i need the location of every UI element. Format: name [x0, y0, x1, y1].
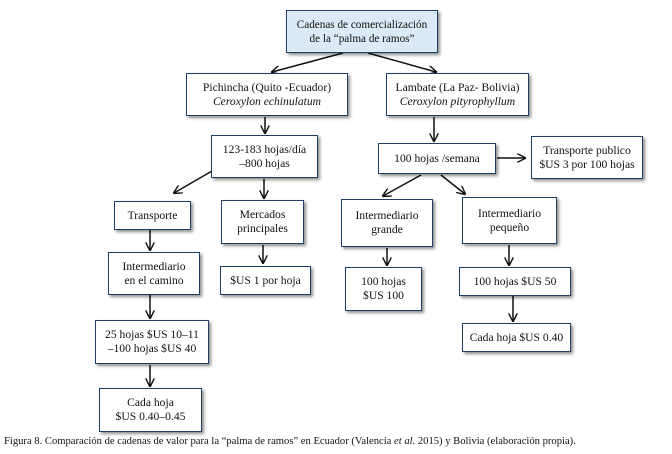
node-text-line1: Intermediario	[122, 259, 186, 273]
node-text-line2: principales	[237, 222, 288, 235]
node-text-line2: –100 hojas $US 40	[107, 342, 197, 355]
node-text-line1: Cada hoja $US 0.40	[469, 330, 564, 344]
node-precio-intermediario-pequeno: 100 hojas $US 50	[459, 267, 571, 296]
arrow-bovolume-to-pequeno	[440, 174, 465, 194]
node-text-line1: 100 hojas /semana	[394, 151, 480, 165]
node-intermediario-camino: Intermediario en el camino	[108, 252, 200, 295]
node-text-line2: –800 hojas	[239, 156, 290, 170]
node-text-line1: Cada hoja	[127, 396, 174, 409]
node-text-line2: $US 0.40–0.45	[115, 410, 186, 423]
node-cada-hoja-pequeno: Cada hoja $US 0.40	[462, 323, 571, 352]
node-transporte: Transporte	[114, 201, 191, 230]
node-text-line1: $US 1 por hoja	[230, 273, 301, 287]
node-lambate-bolivia: Lambate (La Paz- Bolivia) Ceroxylon pity…	[386, 73, 529, 116]
node-text-line1: Transporte	[127, 208, 178, 222]
node-text-line1: Mercados	[239, 208, 286, 221]
node-text-line2: de la “palma de ramos”	[309, 32, 415, 45]
node-bolivia-volume: 100 hojas /semana	[378, 143, 496, 174]
node-intermediario-pequeno: Intermediario pequeño	[462, 197, 557, 244]
node-cada-hoja-camino: Cada hoja $US 0.40–0.45	[99, 388, 202, 432]
node-text-line1: 123-183 hojas/día	[222, 142, 307, 156]
node-precio-intermediario-grande: 100 hojas $US 100	[345, 267, 422, 311]
node-text-line1: Lambate (La Paz- Bolivia)	[395, 80, 520, 94]
node-text-line1: 100 hojas $US 50	[473, 274, 557, 288]
node-text-line2: grande	[371, 223, 403, 236]
node-text-line2: $US 3 por 100 hojas	[539, 157, 635, 171]
node-mercados-principales: Mercados principales	[221, 200, 304, 244]
node-text-line1: Pichincha (Quito -Ecuador)	[202, 80, 332, 94]
caption-text-start: Figura 8. Comparación de cadenas de valo…	[4, 436, 395, 447]
node-ecuador-volume: 123-183 hojas/día –800 hojas	[211, 135, 318, 178]
arrow-top-to-bolivia	[367, 52, 436, 72]
arrow-bovolume-to-grande	[383, 174, 422, 196]
arrow-ecvolume-to-transporte	[174, 170, 213, 193]
node-pichincha-ecuador: Pichincha (Quito -Ecuador) Ceroxylon ech…	[186, 73, 348, 116]
node-text-line1: Cadenas de comercialización	[296, 18, 428, 31]
node-text-line1: 100 hojas	[361, 275, 406, 288]
node-text-line1: Intermediario	[477, 206, 542, 220]
arrow-top-to-ecuador	[272, 52, 344, 72]
node-cadenas-comercializacion: Cadenas de comercialización de la “palma…	[286, 10, 438, 53]
node-precio-mercado: $US 1 por hoja	[220, 266, 311, 295]
node-intermediario-grande: Intermediario grande	[341, 199, 433, 247]
caption-text-italic: et al.	[394, 436, 416, 447]
node-transporte-publico: Transporte publico $US 3 por 100 hojas	[531, 136, 643, 179]
node-species-name: Ceroxylon echinulatum	[212, 94, 322, 108]
node-text-line1: Intermediario	[355, 209, 419, 222]
node-text-line1: Transporte publico	[543, 143, 631, 157]
node-text-line1: 25 hojas $US 10–11	[105, 328, 199, 341]
node-text-line2: $US 100	[363, 289, 404, 302]
node-text-line2: en el camino	[124, 273, 184, 287]
caption-text-end: 2015) y Bolivia (elaboración propia).	[415, 436, 576, 447]
node-text-line2: pequeño	[489, 220, 530, 234]
figure-caption: Figura 8. Comparación de cadenas de valo…	[4, 436, 668, 447]
node-species-name: Ceroxylon pityrophyllum	[399, 94, 516, 108]
node-precio-intermediario-camino: 25 hojas $US 10–11 –100 hojas $US 40	[95, 320, 209, 364]
